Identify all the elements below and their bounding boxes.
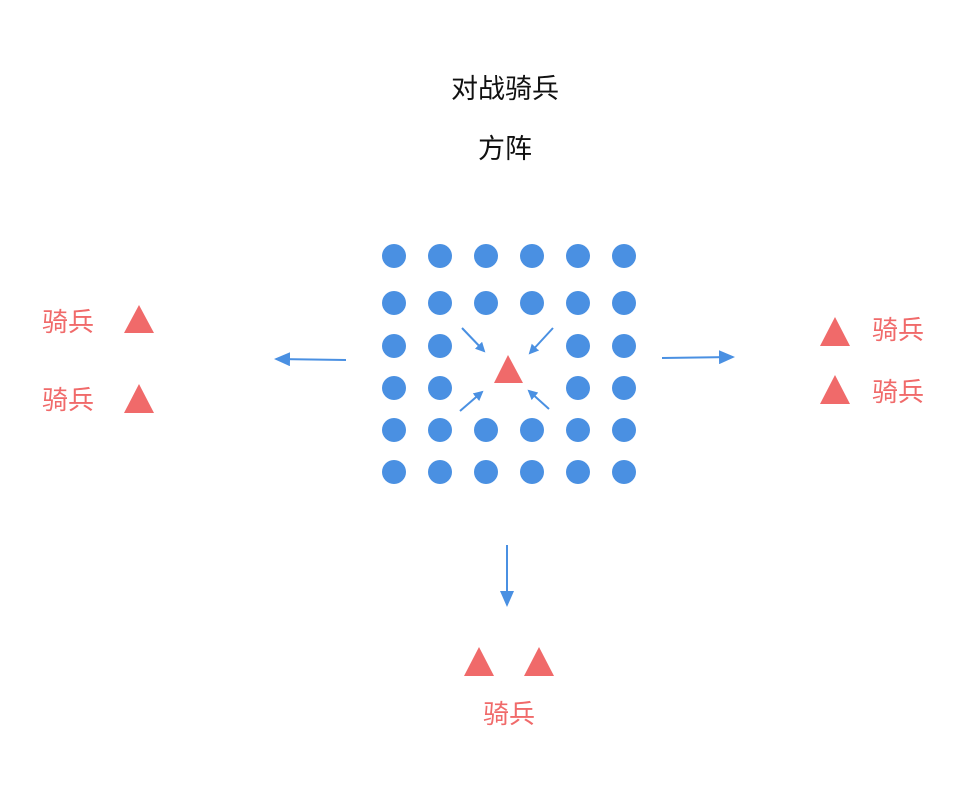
cavalry-bottom: 骑兵 xyxy=(464,647,554,730)
infantry-dot xyxy=(566,291,590,315)
infantry-dot xyxy=(474,291,498,315)
outer-arrows xyxy=(274,350,735,607)
arrow-inward-bottom-right xyxy=(527,389,550,410)
cavalry-triangle xyxy=(124,305,154,333)
infantry-dot xyxy=(566,334,590,358)
infantry-dot xyxy=(612,244,636,268)
infantry-dot xyxy=(382,334,406,358)
infantry-dot xyxy=(612,376,636,400)
infantry-dot xyxy=(612,334,636,358)
infantry-dot xyxy=(520,291,544,315)
infantry-dot xyxy=(382,244,406,268)
infantry-dot xyxy=(612,418,636,442)
infantry-dot xyxy=(612,291,636,315)
inner-arrows xyxy=(459,327,554,412)
infantry-dot xyxy=(612,460,636,484)
infantry-dot xyxy=(474,418,498,442)
cavalry-label: 骑兵 xyxy=(872,316,924,346)
diagram-subtitle: 方阵 xyxy=(478,134,532,165)
infantry-dot xyxy=(428,291,452,315)
infantry-dot xyxy=(382,460,406,484)
infantry-dot xyxy=(382,418,406,442)
arrow-inward-top-right xyxy=(528,327,554,355)
cavalry-triangle xyxy=(524,647,554,676)
arrow-right xyxy=(661,350,735,365)
cavalry-label: 骑兵 xyxy=(872,378,924,408)
infantry-dot xyxy=(520,244,544,268)
infantry-dot xyxy=(428,334,452,358)
infantry-dot xyxy=(428,244,452,268)
infantry-dot xyxy=(520,460,544,484)
cavalry-right: 骑兵 骑兵 xyxy=(820,316,924,408)
infantry-dot xyxy=(474,460,498,484)
cavalry-triangle xyxy=(820,317,850,346)
infantry-dot xyxy=(382,376,406,400)
cavalry-triangle xyxy=(820,375,850,404)
diagram-title: 对战骑兵 xyxy=(451,74,559,105)
infantry-dot xyxy=(382,291,406,315)
infantry-dot xyxy=(474,244,498,268)
infantry-dot xyxy=(566,418,590,442)
infantry-dot xyxy=(520,418,544,442)
cavalry-left: 骑兵 骑兵 xyxy=(42,305,154,416)
infantry-dot xyxy=(428,376,452,400)
arrow-inward-bottom-left xyxy=(459,390,484,412)
infantry-dot xyxy=(428,418,452,442)
cavalry-label: 骑兵 xyxy=(42,308,94,338)
arrow-left xyxy=(274,352,347,367)
infantry-dot xyxy=(566,244,590,268)
infantry-dot xyxy=(428,460,452,484)
infantry-square xyxy=(382,244,636,484)
infantry-dot xyxy=(566,460,590,484)
cavalry-label: 骑兵 xyxy=(483,700,535,730)
infantry-dot xyxy=(566,376,590,400)
center-cavalry-triangle xyxy=(494,355,523,383)
arrow-inward-top-left xyxy=(461,327,486,353)
cavalry-triangle xyxy=(464,647,494,676)
cavalry-triangle xyxy=(124,384,154,413)
cavalry-label: 骑兵 xyxy=(42,386,94,416)
